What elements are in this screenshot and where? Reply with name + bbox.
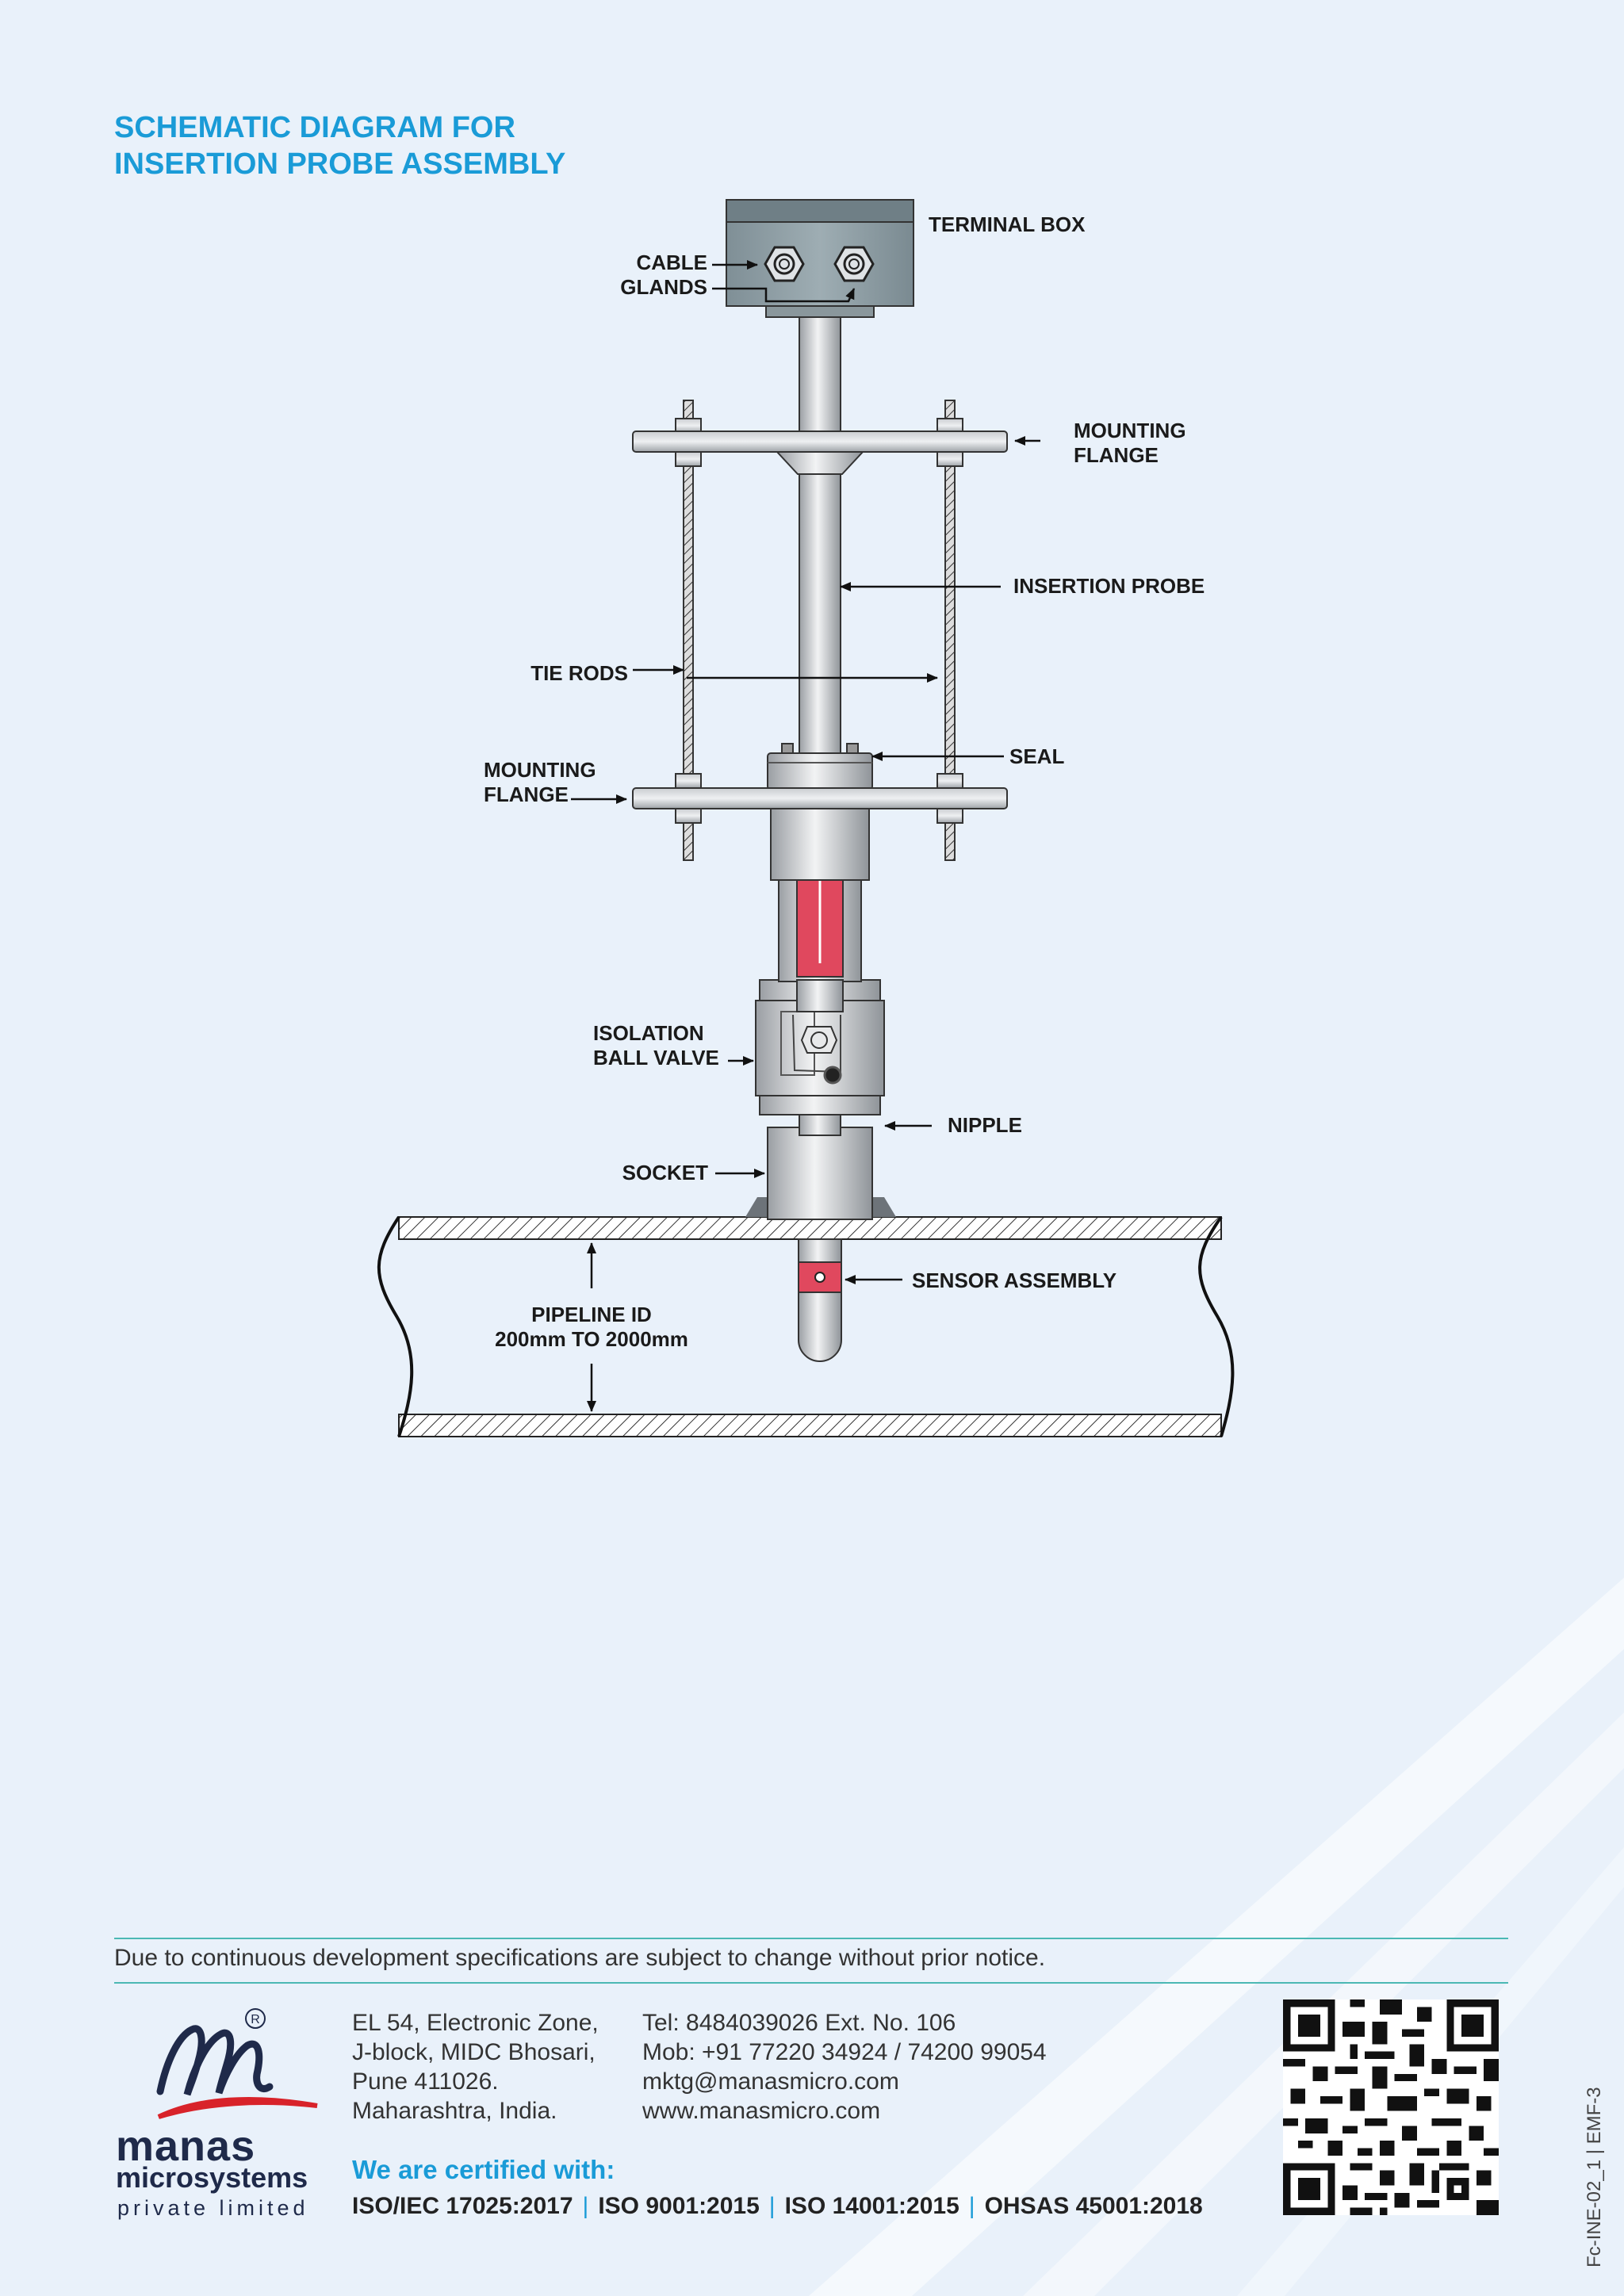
label-insertion-probe: INSERTION PROBE: [1013, 574, 1205, 598]
label-pipeline-id-line-1: PIPELINE ID: [531, 1303, 652, 1326]
label-mounting-flange-bottom-line-1: MOUNTING: [484, 758, 596, 782]
title-line-1: SCHEMATIC DIAGRAM FOR: [114, 111, 515, 144]
certifications: ISO/IEC 17025:2017 | ISO 9001:2015 | ISO 140…: [352, 2193, 1203, 2220]
label-mounting-flange-bottom: MOUNTING FLANGE: [484, 758, 596, 807]
brand-name: manas: [116, 2122, 256, 2170]
certification: ISO 14001:2015: [784, 2193, 959, 2219]
brand-tagline: private limited: [117, 2196, 309, 2220]
label-mounting-flange-top: MOUNTING FLANGE: [1074, 419, 1186, 468]
certification: OHSAS 45001:2018: [984, 2193, 1203, 2219]
certification: ISO/IEC 17025:2017: [352, 2193, 573, 2219]
label-cable-glands-line-1: CABLE: [636, 251, 707, 274]
label-seal: SEAL: [1009, 744, 1065, 768]
callout-arrows: [571, 260, 1040, 1412]
mounting-flange-top: [632, 430, 1008, 475]
isolation-ball-valve: [755, 979, 885, 1096]
label-nipple: NIPPLE: [948, 1113, 1022, 1137]
terminal-box: [726, 199, 914, 318]
footer-rule-top: [114, 1938, 1508, 1939]
contact-phone: Tel: 8484039026 Ext. No. 106: [642, 2010, 956, 2036]
tie-rods: [675, 400, 963, 861]
title-line-2: INSERTION PROBE ASSEMBLY: [114, 147, 566, 181]
page-title: SCHEMATIC DIAGRAM FOR INSERTION PROBE AS…: [114, 109, 565, 182]
svg-text:R: R: [251, 2013, 260, 2026]
label-terminal-box: TERMINAL BOX: [929, 212, 1086, 236]
pipeline: [377, 1215, 1235, 1437]
sensor-assembly: [798, 1238, 842, 1362]
separator: |: [582, 2193, 589, 2219]
label-pipeline-id: PIPELINE ID 200mm TO 2000mm: [473, 1303, 710, 1352]
company-contact: Tel: 8484039026 Ext. No. 106 Mob: +91 77…: [642, 2008, 1047, 2126]
manas-m-logo: R: [156, 2008, 318, 2119]
contact-website[interactable]: www.manasmicro.com: [642, 2098, 881, 2124]
label-mounting-flange-bottom-line-2: FLANGE: [484, 783, 569, 806]
label-mounting-flange-top-line-1: MOUNTING: [1074, 419, 1186, 442]
separator: |: [968, 2193, 975, 2219]
mounting-flange-bottom: [632, 787, 1008, 809]
label-socket: SOCKET: [622, 1161, 708, 1184]
address-line: Maharashtra, India.: [352, 2098, 557, 2124]
contact-email[interactable]: mktg@manasmicro.com: [642, 2068, 899, 2095]
label-isolation-ball-valve: ISOLATION BALL VALVE: [593, 1021, 719, 1070]
certification: ISO 9001:2015: [598, 2193, 760, 2219]
insertion-probe: [799, 316, 841, 762]
contact-mobile: Mob: +91 77220 34924 / 74200 99054: [642, 2039, 1047, 2065]
cable-glands: [764, 246, 875, 282]
label-mounting-flange-top-line-2: FLANGE: [1074, 443, 1159, 467]
company-address: EL 54, Electronic Zone, J-block, MIDC Bh…: [352, 2008, 599, 2126]
label-cable-glands-line-2: GLANDS: [620, 275, 707, 299]
label-tie-rods: TIE RODS: [530, 661, 628, 685]
label-isolation-ball-valve-line-1: ISOLATION: [593, 1021, 704, 1045]
document-code: Fc-INE-02_1 | EMF-3: [1584, 2087, 1605, 2267]
label-pipeline-id-line-2: 200mm TO 2000mm: [495, 1327, 688, 1351]
footer-rule-bottom: [114, 1982, 1508, 1984]
label-sensor-assembly: SENSOR ASSEMBLY: [912, 1269, 1117, 1292]
nipple: [799, 1114, 841, 1136]
brand-subname: microsystems: [116, 2161, 308, 2194]
address-line: EL 54, Electronic Zone,: [352, 2010, 599, 2036]
socket: [767, 1127, 873, 1220]
qr-code: [1283, 1999, 1499, 2215]
insertion-probe-schematic: [377, 199, 1235, 1437]
disclaimer: Due to continuous development specificat…: [114, 1945, 1046, 1971]
address-line: J-block, MIDC Bhosari,: [352, 2039, 596, 2065]
label-isolation-ball-valve-line-2: BALL VALVE: [593, 1046, 719, 1070]
certified-heading: We are certified with:: [352, 2155, 615, 2184]
label-cable-glands: CABLE GLANDS: [619, 251, 707, 300]
address-line: Pune 411026.: [352, 2068, 499, 2095]
separator: |: [768, 2193, 776, 2219]
